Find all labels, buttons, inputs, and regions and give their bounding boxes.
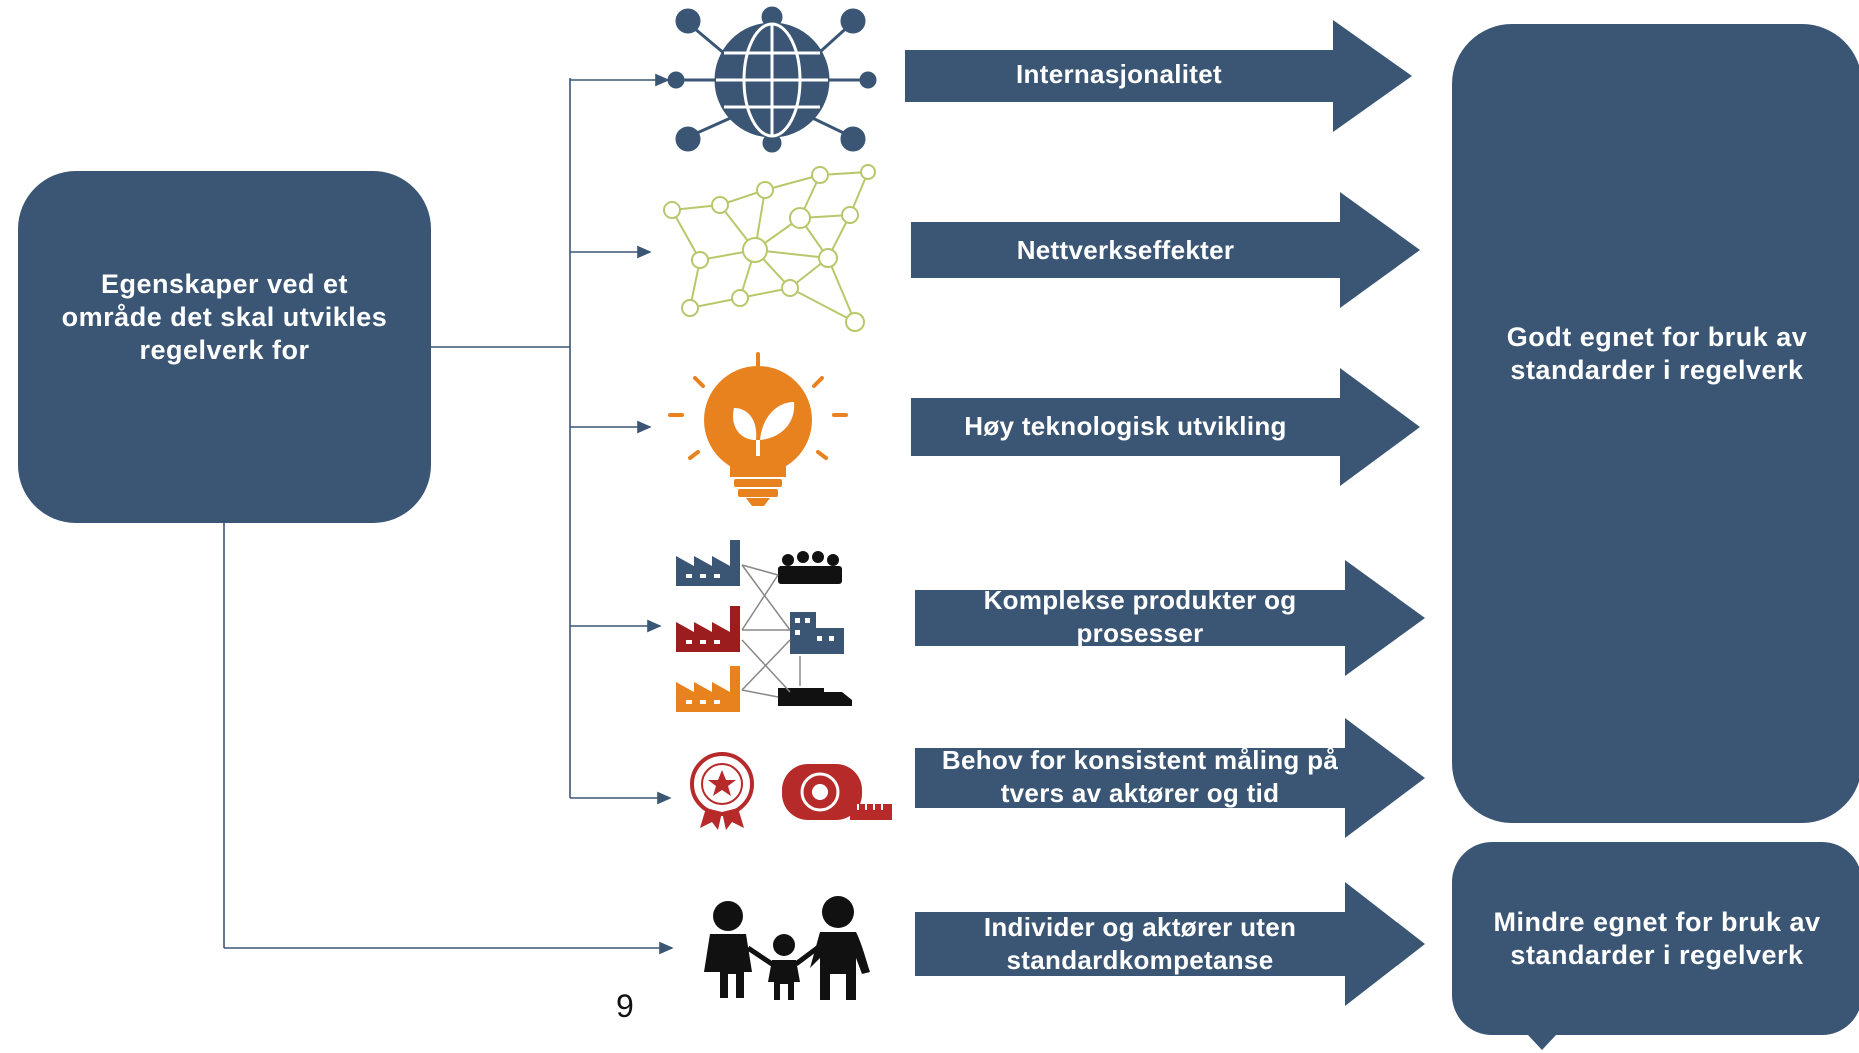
property-arrow-1 <box>905 20 1412 132</box>
network-people-icon <box>663 164 876 332</box>
property-arrow-3 <box>911 368 1420 486</box>
target-box-less-suitable-label: Mindre egnet for bruk av standarder i re… <box>1493 906 1821 970</box>
source-box-label: Egenskaper ved et område det skal utvikl… <box>61 268 388 365</box>
family-icon <box>704 896 870 1000</box>
property-label-1: Internasjonalitet <box>1016 59 1222 89</box>
property-arrow-5 <box>915 718 1425 838</box>
badge-and-tape-measure-icon <box>690 752 892 830</box>
callout-tail <box>1528 1035 1556 1050</box>
supply-chain-icon <box>676 540 852 712</box>
target-box-less-suitable: Mindre egnet for bruk av standarder i re… <box>1452 842 1859 1035</box>
source-box: Egenskaper ved et område det skal utvikl… <box>18 171 431 523</box>
globe-network-icon <box>667 6 877 153</box>
property-arrow-4 <box>915 560 1425 676</box>
property-arrow-6 <box>915 882 1425 1006</box>
lightbulb-leaf-icon <box>668 352 848 506</box>
page-number: 9 <box>616 988 634 1024</box>
property-label-3: Høy teknologisk utvikling <box>964 411 1287 441</box>
block-arrows <box>905 20 1425 1006</box>
target-box-suitable-label: Godt egnet for bruk av standarder i rege… <box>1506 321 1808 385</box>
property-label-4: Komplekse produkter og prosesser <box>983 585 1297 648</box>
property-label-2: Nettverkseffekter <box>1016 235 1235 265</box>
property-arrow-2 <box>911 192 1420 308</box>
property-label-6: Individer og aktører uten standardkompet… <box>983 912 1297 975</box>
property-label-5: Behov for konsistent måling på tvers av … <box>941 745 1339 808</box>
target-box-suitable: Godt egnet for bruk av standarder i rege… <box>1452 24 1859 823</box>
connector-tree <box>223 73 674 955</box>
